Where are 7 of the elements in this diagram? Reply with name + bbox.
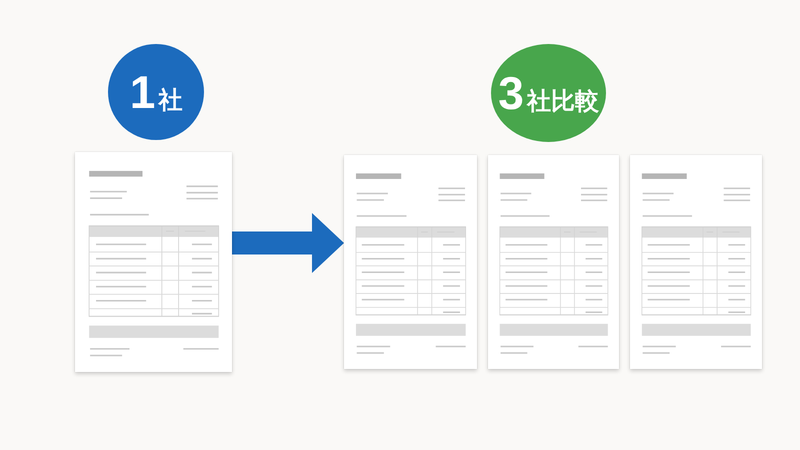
document-drawing — [75, 152, 232, 372]
document-drawing — [488, 155, 619, 369]
arrow — [232, 213, 344, 273]
count-badge: 1社 — [108, 44, 204, 140]
document-drawing — [630, 155, 762, 369]
count-badge: 3社比較 — [491, 44, 606, 142]
document-drawing — [344, 155, 477, 369]
